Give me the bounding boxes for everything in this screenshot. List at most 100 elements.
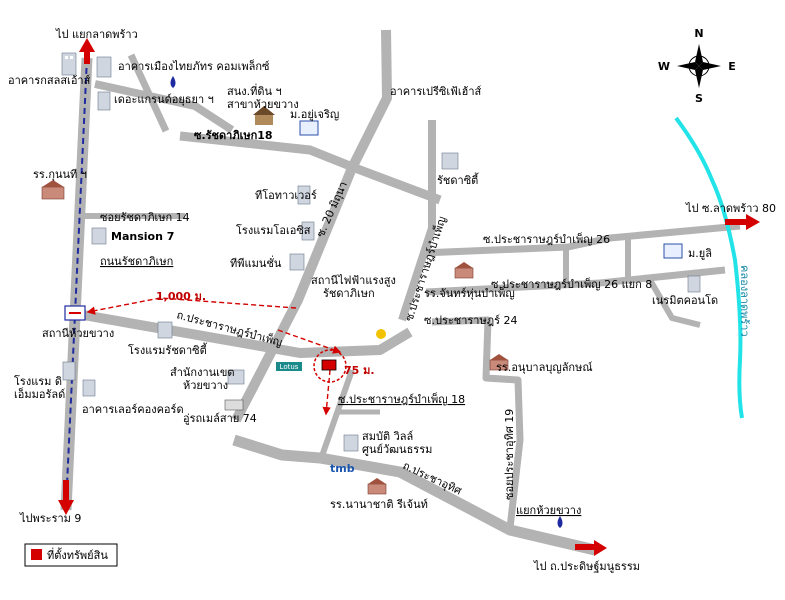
substation-icon	[376, 329, 386, 339]
lotus-label: Lotus	[280, 363, 299, 371]
building-icon	[441, 152, 459, 170]
gas-station-icon	[170, 76, 176, 88]
station-icon	[64, 305, 86, 321]
label-concord: อาคารเลอร์คองคอร์ด	[82, 403, 184, 416]
school-icon	[454, 262, 474, 279]
arrow-down-shaft	[63, 480, 69, 502]
label-sathorn: อาคารกสลสเอ้าส์	[8, 74, 91, 87]
university-icon	[299, 120, 319, 136]
label-tp-mansion: ทีพีแมนชั่น	[230, 255, 282, 270]
upper-left-road	[94, 80, 235, 134]
soi-pracharat-24-road	[431, 316, 524, 529]
direction-arrows	[58, 38, 760, 556]
arrow-se-shaft	[575, 544, 597, 550]
school-icon	[489, 354, 509, 371]
label-school-chan: รร.จันทร์หุ่นบำเพ็ญ	[424, 286, 515, 300]
compass-s: S	[695, 92, 703, 105]
upper-left-road-2	[127, 53, 170, 133]
building-icon	[301, 221, 315, 241]
school-icon	[41, 180, 65, 200]
labels: ไป แยกลาดพร้าว อาคารเมืองไทยภัทร คอมเพล็…	[8, 28, 776, 573]
label-m-uli: ม.ยูลิ	[688, 247, 712, 260]
distance-75-line-b	[322, 369, 331, 416]
label-substation: สถานีไฟฟ้าแรงสูงรัชดาภิเษก	[311, 274, 396, 300]
label-soi-ratchada-18: ซ.รัชดาภิเษก18	[194, 129, 273, 142]
university-icon	[663, 243, 683, 259]
arrow-up-shaft	[84, 50, 90, 64]
connector-road-3	[647, 278, 701, 328]
label-soi-pracharat-26-8: ซ.ประชาราษฎร์บำเพ็ญ 26 แยก 8	[491, 277, 652, 291]
soi-20-mithuna-road	[231, 29, 392, 423]
building-icon	[157, 321, 173, 339]
label-it-tower: ทีโอทาวเวอร์	[255, 188, 317, 202]
building-icon	[97, 91, 111, 111]
label-hotel-de-mall: โรงแรม ดิเอ็มมอรัลด์	[14, 374, 65, 401]
legend: ที่ตั้งทรัพย์สิน	[24, 543, 118, 567]
lotus-logo: Lotus	[276, 362, 302, 371]
gas-station-icon	[557, 516, 563, 528]
arrow-up-icon	[79, 38, 95, 52]
label-hotel-oasis: โรงแรมโอเอซิส	[236, 223, 311, 237]
arrow-right-shaft	[725, 219, 749, 225]
roads	[60, 29, 741, 556]
tmb-label: tmb	[330, 462, 355, 475]
buildings: Lotus tmb	[41, 52, 701, 528]
temple-icon	[253, 106, 275, 125]
label-distance-75: 75 ม.	[344, 364, 375, 377]
label-soi-pracharat-20: ซ.ประชาราษฎร์บำเพ็ญ	[402, 214, 449, 323]
label-huai-khwang-office: สำนักงานเขตห้วยขวาง	[170, 366, 235, 392]
label-sam-villa: สมบัติ วิลล์ศูนย์วัฒนธรรม	[362, 430, 432, 456]
label-land-office: สนง.ที่ดิน ฯสาขาห้วยขวาง	[227, 83, 299, 111]
building-icon	[91, 227, 107, 245]
bank-logo: tmb	[330, 462, 355, 475]
soi-pracharat-20-road	[398, 120, 436, 322]
arrow-label-top-left: ไป แยกลาดพร้าว	[55, 28, 138, 41]
compass-rose: N S W E	[658, 27, 736, 105]
distance-75-line	[277, 329, 342, 354]
label-mansion-7: Mansion 7	[111, 230, 174, 243]
compass-e: E	[728, 60, 736, 73]
arrow-se-icon	[594, 540, 607, 556]
school-icon	[367, 478, 387, 495]
building-icon	[227, 369, 245, 385]
label-school-nanachart: รร.นานาชาติ รีเจ้นท์	[330, 498, 428, 511]
label-muang-thai: อาคารเมืองไทยภัทร คอมเพล็กซ์	[118, 59, 270, 73]
label-pearl: อาคารเปรีซิเฟ้เฮ้าส์	[390, 85, 482, 98]
label-soi-pracharat-26: ซ.ประชาราษฎร์บำเพ็ญ 26	[483, 232, 610, 246]
label-hotel-ratchada-city: โรงแรมรัชดาซิตี้	[128, 342, 208, 357]
label-ayu-charoen: ม.อยู่เจริญ	[290, 108, 339, 121]
label-nirvana-condo: เนรมิตคอนโด	[652, 293, 718, 307]
label-distance-1000: 1,000 ม.	[156, 290, 206, 303]
property-circle	[313, 349, 347, 383]
arrow-label-right: ไป ซ.ลาดพร้าว 80	[685, 202, 776, 215]
building-icon	[62, 361, 76, 381]
label-grand-ayutthaya: เดอะแกรนด์อยุธยา ฯ	[114, 93, 214, 106]
compass-n: N	[694, 27, 703, 40]
legend-label: ที่ตั้งทรัพย์สิน	[47, 547, 108, 562]
compass-w: W	[658, 60, 670, 73]
building-icon	[82, 379, 96, 397]
arrow-right-icon	[746, 214, 760, 230]
label-school-anuban: รร.อนุบาลบุญลักษณ์	[496, 361, 593, 374]
pracha-uthit-road	[232, 434, 597, 556]
label-ratchada-road: ถนนรัชดาภิเษก	[100, 255, 173, 268]
building-icon	[289, 253, 305, 271]
label-station-huaikhwang: สถานีห้วยขวาง	[42, 327, 114, 340]
label-soi-pracha-uthit-19: ซอยประชาอุทิศ 19	[503, 409, 516, 500]
building-icon	[343, 434, 359, 452]
arrow-label-bottom-right: ไป ถ.ประดิษฐ์มนูธรรม	[533, 560, 640, 573]
label-soi-pracharat-18: ซ.ประชาราษฎร์บำเพ็ญ 18	[338, 392, 465, 406]
building-icon	[687, 275, 701, 293]
building-icon	[96, 56, 112, 78]
label-canal: คลองลาดพร้าว	[738, 265, 751, 337]
label-school-kunnatee: รร.กุนนที ฯ	[33, 168, 87, 181]
label-soi-ratchada-14: ซอยรัชดาภิเษก 14	[100, 211, 190, 224]
legend-swatch	[31, 549, 42, 560]
building-icon	[61, 52, 77, 76]
mrt-line	[65, 57, 88, 507]
soi-pracharat-26-road	[421, 222, 741, 257]
soi-ratchada-18-road	[179, 131, 442, 205]
arrow-down-icon	[58, 500, 74, 515]
property-marker	[321, 359, 337, 371]
